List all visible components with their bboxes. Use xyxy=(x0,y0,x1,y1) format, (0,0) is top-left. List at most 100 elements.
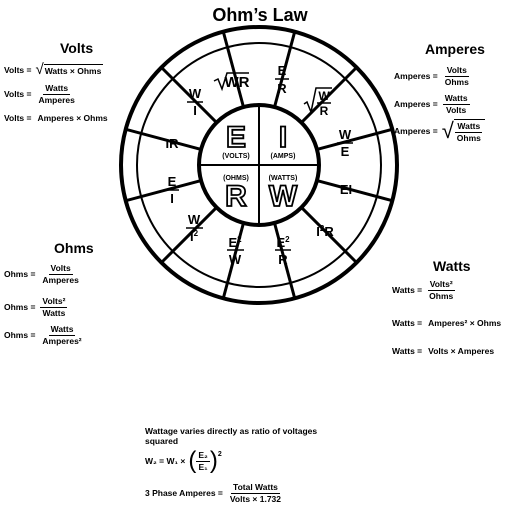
numerator: Volts xyxy=(444,65,469,77)
numerator: Watts xyxy=(442,93,470,105)
wheel-spoke xyxy=(273,32,296,108)
svg-text:W: W xyxy=(189,86,202,101)
formula-lhs: 3 Phase Amperes = xyxy=(145,488,223,499)
wheel-inner-ring xyxy=(136,42,382,288)
ohms-heading: Ohms xyxy=(54,240,94,256)
paren-close: ) xyxy=(209,447,218,474)
formula-lhs: Ohms = xyxy=(4,302,36,313)
formula-lhs: Amperes = xyxy=(394,71,438,82)
svg-text:I: I xyxy=(193,103,197,118)
segment-text: WR xyxy=(225,74,250,91)
wheel-spoke xyxy=(300,206,357,263)
svg-text:R: R xyxy=(277,81,287,96)
numerator: Watts xyxy=(455,121,483,133)
svg-text:E2: E2 xyxy=(276,235,290,250)
wheel-spokes xyxy=(126,32,392,298)
radicand: Watts × Ohms xyxy=(43,63,104,76)
wheel-spoke xyxy=(126,128,202,151)
segment-w-over-i: W I xyxy=(187,86,203,118)
denominator: Amperes xyxy=(42,274,79,285)
center-letter-w: W xyxy=(269,180,298,213)
numerator: E₂ xyxy=(196,449,210,462)
page-title: Ohm’s Law xyxy=(212,5,308,25)
denominator: Ohms xyxy=(456,132,481,143)
formula-lhs: W₂ = W₁ × xyxy=(145,456,186,466)
denominator: Watts xyxy=(42,307,66,318)
svg-text:IR: IR xyxy=(166,136,180,151)
denominator: Amperes xyxy=(38,94,75,105)
watts-heading: Watts xyxy=(433,258,471,274)
denominator: Amperes² xyxy=(42,335,82,346)
segment-w-over-e: W E xyxy=(337,127,353,159)
svg-text:W: W xyxy=(229,252,242,267)
segment-i-squared-r: I2R xyxy=(316,224,334,239)
svg-text:R: R xyxy=(278,252,288,267)
denominator: Ohms xyxy=(444,76,469,87)
volts-formula-1: Volts = √Watts × Ohms xyxy=(4,61,104,78)
numerator: Volts² xyxy=(427,279,455,291)
center-label-ohms: (OHMS) xyxy=(223,175,249,182)
wattage-note-line-2: squared xyxy=(145,436,179,446)
segment-sqrt-wr: WR xyxy=(213,72,250,92)
svg-text:E2: E2 xyxy=(228,235,242,250)
numerator: Watts xyxy=(48,324,76,336)
numerator: Volts xyxy=(48,263,73,275)
center-label-amps: (AMPS) xyxy=(271,153,296,160)
denominator: Volts xyxy=(446,104,467,115)
wheel-outer-ring xyxy=(119,25,399,305)
svg-text:I2: I2 xyxy=(190,229,199,244)
center-letter-r: R xyxy=(225,180,247,213)
svg-text:W: W xyxy=(318,89,330,103)
svg-text:E: E xyxy=(341,144,350,159)
paren-open: ( xyxy=(188,447,197,474)
segment-ei: EI xyxy=(340,182,352,197)
wattage-note-line-1: Wattage varies directly as ratio of volt… xyxy=(145,426,318,436)
watts-formula-2: Watts = Amperes² × Ohms xyxy=(392,318,501,328)
svg-text:R: R xyxy=(320,104,329,118)
svg-text:E: E xyxy=(278,63,287,78)
wheel-spoke xyxy=(161,206,218,263)
center-letter-i: I xyxy=(279,121,287,154)
formula-lhs: Watts = xyxy=(392,318,423,328)
svg-text:I: I xyxy=(170,191,174,206)
svg-text:E: E xyxy=(168,174,177,189)
formula-lhs: Volts = xyxy=(4,89,32,100)
radical-sign: √ xyxy=(35,61,44,78)
exponent: 2 xyxy=(217,451,222,458)
formula-rhs: Amperes² × Ohms xyxy=(428,318,502,328)
wheel-spoke xyxy=(126,179,202,202)
wheel-spoke xyxy=(300,67,357,124)
wheel-spoke xyxy=(161,67,218,124)
svg-text:W: W xyxy=(339,127,352,142)
center-label-volts: (VOLTS) xyxy=(222,153,249,160)
segment-e-over-r: E R xyxy=(275,63,289,96)
denominator: E₁ xyxy=(198,461,208,472)
formula-lhs: Volts = xyxy=(4,64,32,75)
formula-lhs: Watts = xyxy=(392,346,423,356)
formula-rhs: Amperes × Ohms xyxy=(37,113,108,123)
formula-rhs: Volts × Amperes xyxy=(428,346,495,356)
volts-heading: Volts xyxy=(60,40,94,56)
